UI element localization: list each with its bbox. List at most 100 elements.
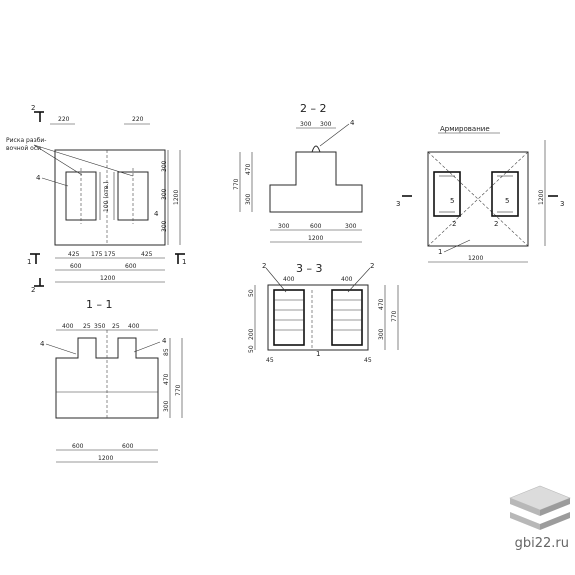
section-1-right-label: 1 bbox=[182, 258, 186, 266]
section-2-2-outline bbox=[269, 151, 363, 213]
section-3-3-left-cage bbox=[273, 289, 305, 346]
section-3-3-dim-top-1: 400 bbox=[283, 276, 295, 283]
plan-label-4-leader bbox=[41, 177, 69, 187]
plan-dim-total: 1200 bbox=[100, 275, 115, 282]
plan-dim-bottom-3: 175 bbox=[104, 251, 116, 258]
section-3-3-dim-left-1: 50 bbox=[248, 289, 255, 297]
section-2-2-dim-total: 1200 bbox=[308, 235, 323, 242]
reinforcement-view: Армирование 5 5 2 2 1 3 3 1200 1200 bbox=[396, 125, 564, 263]
plan-dim-right-1: 300 bbox=[161, 160, 168, 172]
section-2-2-title: 2 – 2 bbox=[300, 102, 327, 115]
reinforcement-title: Армирование bbox=[440, 125, 490, 133]
plan-label-4b: 4 bbox=[154, 210, 159, 218]
callout-line-2: вочной оси bbox=[6, 145, 41, 152]
plan-dim-right-total: 1200 bbox=[173, 190, 180, 205]
section-2-2-label-4-leader bbox=[319, 123, 350, 147]
section-3-3-right-cage bbox=[331, 289, 363, 346]
plan-dim-bottom-1: 425 bbox=[68, 251, 80, 258]
plan-dim-bottom-4: 425 bbox=[141, 251, 153, 258]
section-2-2-dim-bottom-3: 300 bbox=[345, 223, 357, 230]
s11-label-4-left-leader bbox=[45, 343, 77, 355]
section-2-2-dim-bottom-1: 300 bbox=[278, 223, 290, 230]
section-1-1-dim-top-2: 25 bbox=[83, 323, 91, 330]
section-3-3-dim-right-3: 770 bbox=[391, 310, 398, 322]
section-3-3-label-2-right: 2 bbox=[370, 262, 374, 270]
section-2-bottom-label: 2 bbox=[31, 286, 35, 294]
section-1-left-label: 1 bbox=[27, 258, 31, 266]
plan-vertical-note: 100 (отв.) bbox=[103, 181, 110, 212]
logo-slab-top-side-l bbox=[510, 498, 540, 516]
section-2-2-loop bbox=[311, 145, 321, 153]
s11-label-4-right-leader bbox=[133, 341, 161, 353]
section-3-3-label-2-left: 2 bbox=[262, 262, 266, 270]
section-2-2-dim-left-470: 470 bbox=[245, 163, 252, 175]
section-1-1-dim-right-4: 770 bbox=[175, 384, 182, 396]
plan-dim-right-2: 300 bbox=[161, 188, 168, 200]
section-3-left-label: 3 bbox=[396, 200, 400, 208]
dim-220-right: 220 bbox=[132, 116, 144, 123]
section-1-1-dim-top-1: 400 bbox=[62, 323, 74, 330]
reinforcement-label-2-left: 2 bbox=[452, 220, 456, 228]
section-3-3-outline bbox=[267, 284, 369, 351]
section-1-1-dim-right-1: 85 bbox=[163, 348, 170, 356]
watermark-site: gbi22.ru bbox=[514, 536, 569, 551]
section-3-right-label: 3 bbox=[560, 200, 564, 208]
section-3-3-dim-bottom-1: 45 bbox=[266, 357, 274, 364]
section-3-3-dim-top-2: 400 bbox=[341, 276, 353, 283]
plan-dim-right-3: 300 bbox=[161, 220, 168, 232]
callout-line-1: Риска разби- bbox=[6, 137, 46, 144]
section-1-1-outline bbox=[55, 337, 159, 419]
s33-label-2-left-leader bbox=[265, 267, 287, 293]
dim-220-left: 220 bbox=[58, 116, 70, 123]
section-1-1: 1 – 1 400 25 350 25 400 4 4 85 470 300 7… bbox=[40, 298, 183, 463]
reinforcement-left-cage bbox=[433, 171, 461, 217]
reinforcement-outline bbox=[427, 151, 529, 247]
section-1-1-title: 1 – 1 bbox=[86, 298, 113, 311]
plan-dim-bottom-2: 175 bbox=[91, 251, 103, 258]
section-3-3-dim-left-2: 200 bbox=[248, 328, 255, 340]
reinforcement-label-5-left: 5 bbox=[450, 197, 454, 205]
reinforcement-label-1-leader bbox=[443, 239, 471, 253]
section-3-3-title: 3 – 3 bbox=[296, 262, 323, 275]
callout-leader-2 bbox=[33, 144, 134, 177]
section-3-3: 3 – 3 2 2 400 400 50 200 50 470 300 770 … bbox=[248, 262, 399, 364]
plan-dim-bottom2-1: 600 bbox=[70, 263, 82, 270]
reinforcement-diag-1 bbox=[427, 151, 529, 247]
section-1-1-label-4-right: 4 bbox=[162, 337, 167, 345]
section-2-2-dim-top-2: 300 bbox=[320, 121, 332, 128]
section-2-top-label: 2 bbox=[31, 104, 35, 112]
plan-view: 2 2 1 1 220 220 Риска разби- вочной оси … bbox=[6, 104, 186, 294]
section-1-1-dim-bottom-2: 600 bbox=[122, 443, 134, 450]
reinforcement-dim-bottom: 1200 bbox=[468, 255, 483, 262]
section-1-1-dim-top-4: 25 bbox=[112, 323, 120, 330]
section-1-1-dim-right-3: 300 bbox=[163, 400, 170, 412]
logo-slab-mid-side-l bbox=[510, 512, 540, 530]
section-2-2-label-4: 4 bbox=[350, 119, 355, 127]
reinforcement-dim-right: 1200 bbox=[538, 190, 545, 205]
plan-dim-bottom2-2: 600 bbox=[125, 263, 137, 270]
section-1-1-dim-total: 1200 bbox=[98, 455, 113, 462]
reinforcement-right-cage bbox=[491, 171, 519, 217]
section-2-2-dim-top-1: 300 bbox=[300, 121, 312, 128]
reinforcement-label-5-right: 5 bbox=[505, 197, 509, 205]
section-1-1-label-4-left: 4 bbox=[40, 340, 45, 348]
section-3-3-label-1: 1 bbox=[316, 350, 320, 358]
section-1-1-dim-right-2: 470 bbox=[163, 373, 170, 385]
logo-slab-top-side-r bbox=[540, 498, 570, 516]
section-2-2: 2 – 2 300 300 4 770 470 300 300 600 300 … bbox=[233, 102, 363, 243]
section-2-2-dim-left-300: 300 bbox=[245, 193, 252, 205]
section-3-3-dim-right-2: 300 bbox=[378, 328, 385, 340]
section-1-1-dim-bottom-1: 600 bbox=[72, 443, 84, 450]
section-2-2-dim-left-total: 770 bbox=[233, 178, 240, 190]
logo bbox=[509, 485, 571, 530]
section-3-3-dim-right-1: 470 bbox=[378, 298, 385, 310]
reinforcement-label-2-right: 2 bbox=[494, 220, 498, 228]
section-1-1-dim-top-3: 350 bbox=[94, 323, 106, 330]
callout-leader-1 bbox=[33, 144, 83, 176]
plan-label-4: 4 bbox=[36, 174, 41, 182]
reinforcement-label-1: 1 bbox=[438, 248, 442, 256]
reinforcement-diag-2 bbox=[427, 151, 529, 247]
section-2-2-dim-bottom-2: 600 bbox=[310, 223, 322, 230]
section-3-3-dim-left-3: 50 bbox=[248, 345, 255, 353]
